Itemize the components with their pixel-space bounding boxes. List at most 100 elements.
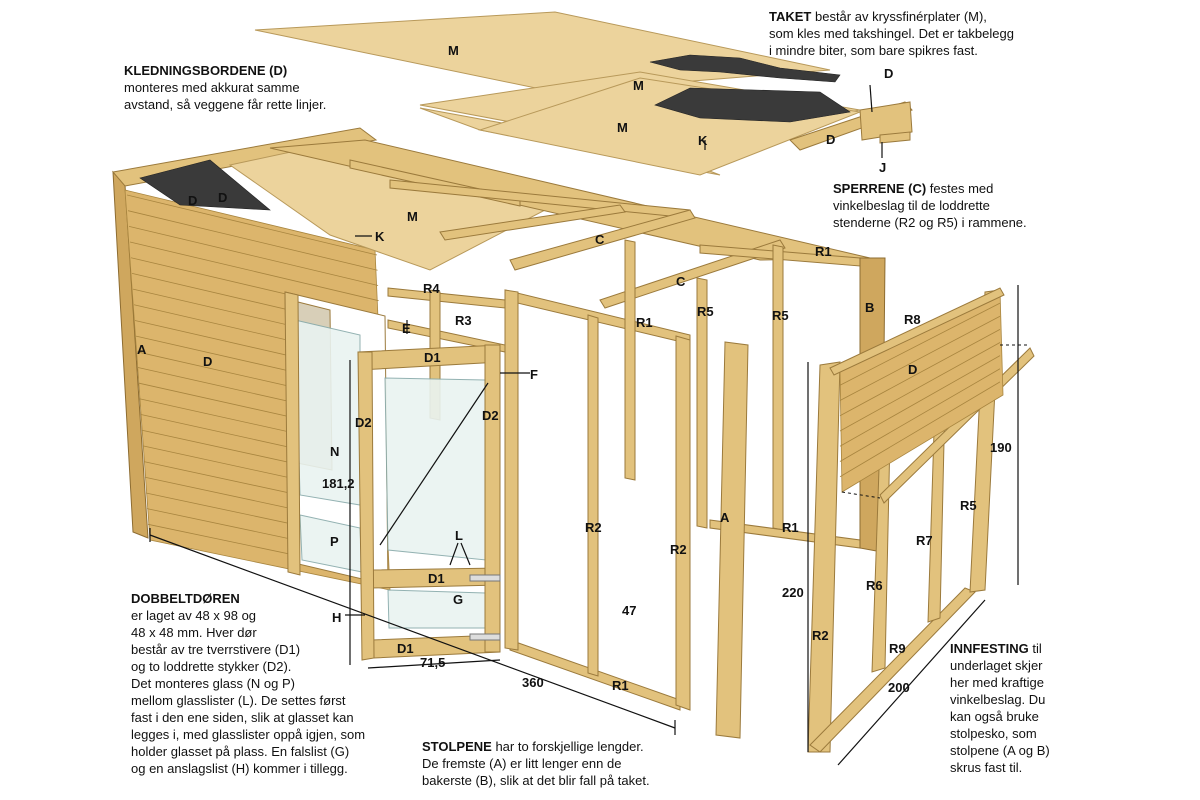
note-innfesting-body: til underlaget skjer her med kraftige vi… [950, 641, 1050, 775]
label-r1-3: R1 [782, 520, 799, 535]
fascia-board-d-right [859, 101, 913, 141]
side-board-line [839, 368, 1001, 462]
note-stolpene: STOLPENE har to forskjellige lengder. De… [422, 738, 722, 789]
side-clad-boards [839, 302, 1001, 478]
note-sperrene: SPERRENE (C) festes med vinkelbeslag til… [833, 180, 1063, 231]
note-dobbeltdoren-head: DOBBELTDØREN [131, 591, 240, 606]
label-h: H [332, 610, 341, 625]
leader-l-2 [460, 542, 471, 566]
label-e: E [402, 321, 411, 336]
label-c-1: C [595, 232, 605, 247]
label-k-2: K [375, 229, 385, 244]
label-b: B [865, 300, 874, 315]
clad-board-line [126, 194, 378, 256]
dim-line-side-width [837, 599, 986, 766]
dim-side-height: 220 [782, 585, 804, 600]
side-bottom-rail-r9 [809, 587, 976, 753]
note-kledningsbordene-head: KLEDNINGSBORDENE (D) [124, 63, 288, 78]
label-d1-1: D1 [424, 350, 441, 365]
label-d1-3: D1 [397, 641, 414, 656]
stud-r5-right [772, 244, 784, 531]
label-r2-3: R2 [812, 628, 829, 643]
label-d-2: D [826, 132, 835, 147]
label-r4: R4 [423, 281, 440, 296]
leader-l-1 [449, 542, 459, 566]
dim-door-width: 71,5 [420, 655, 445, 670]
leader-d-top [869, 84, 873, 113]
side-stud-left [807, 361, 841, 753]
side-frame [807, 287, 1035, 753]
label-r2-2: R2 [670, 542, 687, 557]
label-r2-1: R2 [585, 520, 602, 535]
label-r6: R6 [866, 578, 883, 593]
label-r8: R8 [904, 312, 921, 327]
note-stolpene-body: har to forskjellige lengder. De fremste … [422, 739, 650, 788]
dim-frame-gap: 47 [622, 603, 636, 618]
glass-n-right [384, 377, 487, 561]
note-kledningsbordene: KLEDNINGSBORDENE (D) monteres med akkurat… [124, 62, 394, 113]
note-kledningsbordene-body: monteres med akkurat samme avstand, så v… [124, 80, 327, 112]
note-stolpene-head: STOLPENE [422, 739, 492, 754]
label-f: F [530, 367, 538, 382]
frame-rail-r4 [387, 287, 506, 309]
note-dobbeltdoren: DOBBELTDØREN er laget av 48 x 98 og 48 x… [131, 590, 396, 777]
label-r1-1: R1 [815, 244, 832, 259]
clad-board-line [127, 210, 378, 271]
label-n: N [330, 444, 339, 459]
label-d-5: D [203, 354, 212, 369]
label-c-2: C [676, 274, 686, 289]
dimension-lines [149, 84, 1030, 766]
side-board-line [839, 342, 1001, 432]
glass-g-right [387, 589, 486, 629]
label-d-1: D [884, 66, 893, 81]
label-d-3: D [188, 193, 197, 208]
dim-door-height: 181,2 [322, 476, 355, 491]
dim-side-width: 200 [888, 680, 910, 695]
glass-edge-line [379, 382, 489, 546]
label-r7: R7 [916, 533, 933, 548]
label-d2-1: D2 [355, 415, 372, 430]
label-d1-2: D1 [428, 571, 445, 586]
note-dobbeltdoren-body: er laget av 48 x 98 og 48 x 48 mm. Hver … [131, 608, 366, 776]
dim-front-length: 360 [522, 675, 544, 690]
stud-r2-right [675, 335, 691, 711]
note-taket-head: TAKET [769, 9, 812, 24]
side-board-line [839, 381, 1001, 478]
label-r5-1: R5 [697, 304, 714, 319]
label-g: G [453, 592, 463, 607]
label-d-6: D [908, 362, 917, 377]
label-m-4: M [407, 209, 418, 224]
side-board-line [839, 329, 1001, 417]
double-door [284, 291, 501, 661]
note-taket: TAKET består av kryssfinérplater (M), so… [769, 8, 1069, 59]
door-d2-left [357, 351, 375, 661]
door-hinge [469, 574, 501, 582]
batten-j [879, 131, 911, 144]
label-m-1: M [448, 43, 459, 58]
side-board-line [839, 355, 1001, 447]
roof-plate-m-top [254, 11, 831, 93]
rafter-c-4 [599, 239, 786, 309]
label-m-3: M [617, 120, 628, 135]
note-innfesting: INNFESTING til underlaget skjer her med … [950, 640, 1090, 776]
label-d2-2: D2 [482, 408, 499, 423]
rafter-c-3 [509, 209, 696, 271]
note-sperrene-body: festes med vinkelbeslag til de loddrette… [833, 181, 1027, 230]
part-labels: M M M M K K D D D D D D J C C R1 R1 R1 R… [137, 43, 977, 693]
door-hinge-lower [469, 633, 501, 641]
dim-gable-height: 190 [990, 440, 1012, 455]
frame-rail-r3 [387, 319, 506, 353]
label-a-2: A [720, 510, 730, 525]
door-d2-right [484, 344, 501, 653]
posts [715, 257, 886, 739]
dimension-labels: 181,2 71,5 360 47 220 200 190 [322, 440, 1012, 695]
dim-line-front-length [149, 534, 676, 729]
dim-line-door-width [367, 659, 501, 669]
stud-r2-middle [587, 314, 599, 677]
frame-cross-bar [439, 204, 626, 241]
label-r3: R3 [455, 313, 472, 328]
label-r9: R9 [889, 641, 906, 656]
stud-r5-left [696, 277, 708, 529]
side-top-rail [829, 287, 1005, 376]
stud-r2-left [504, 289, 519, 651]
